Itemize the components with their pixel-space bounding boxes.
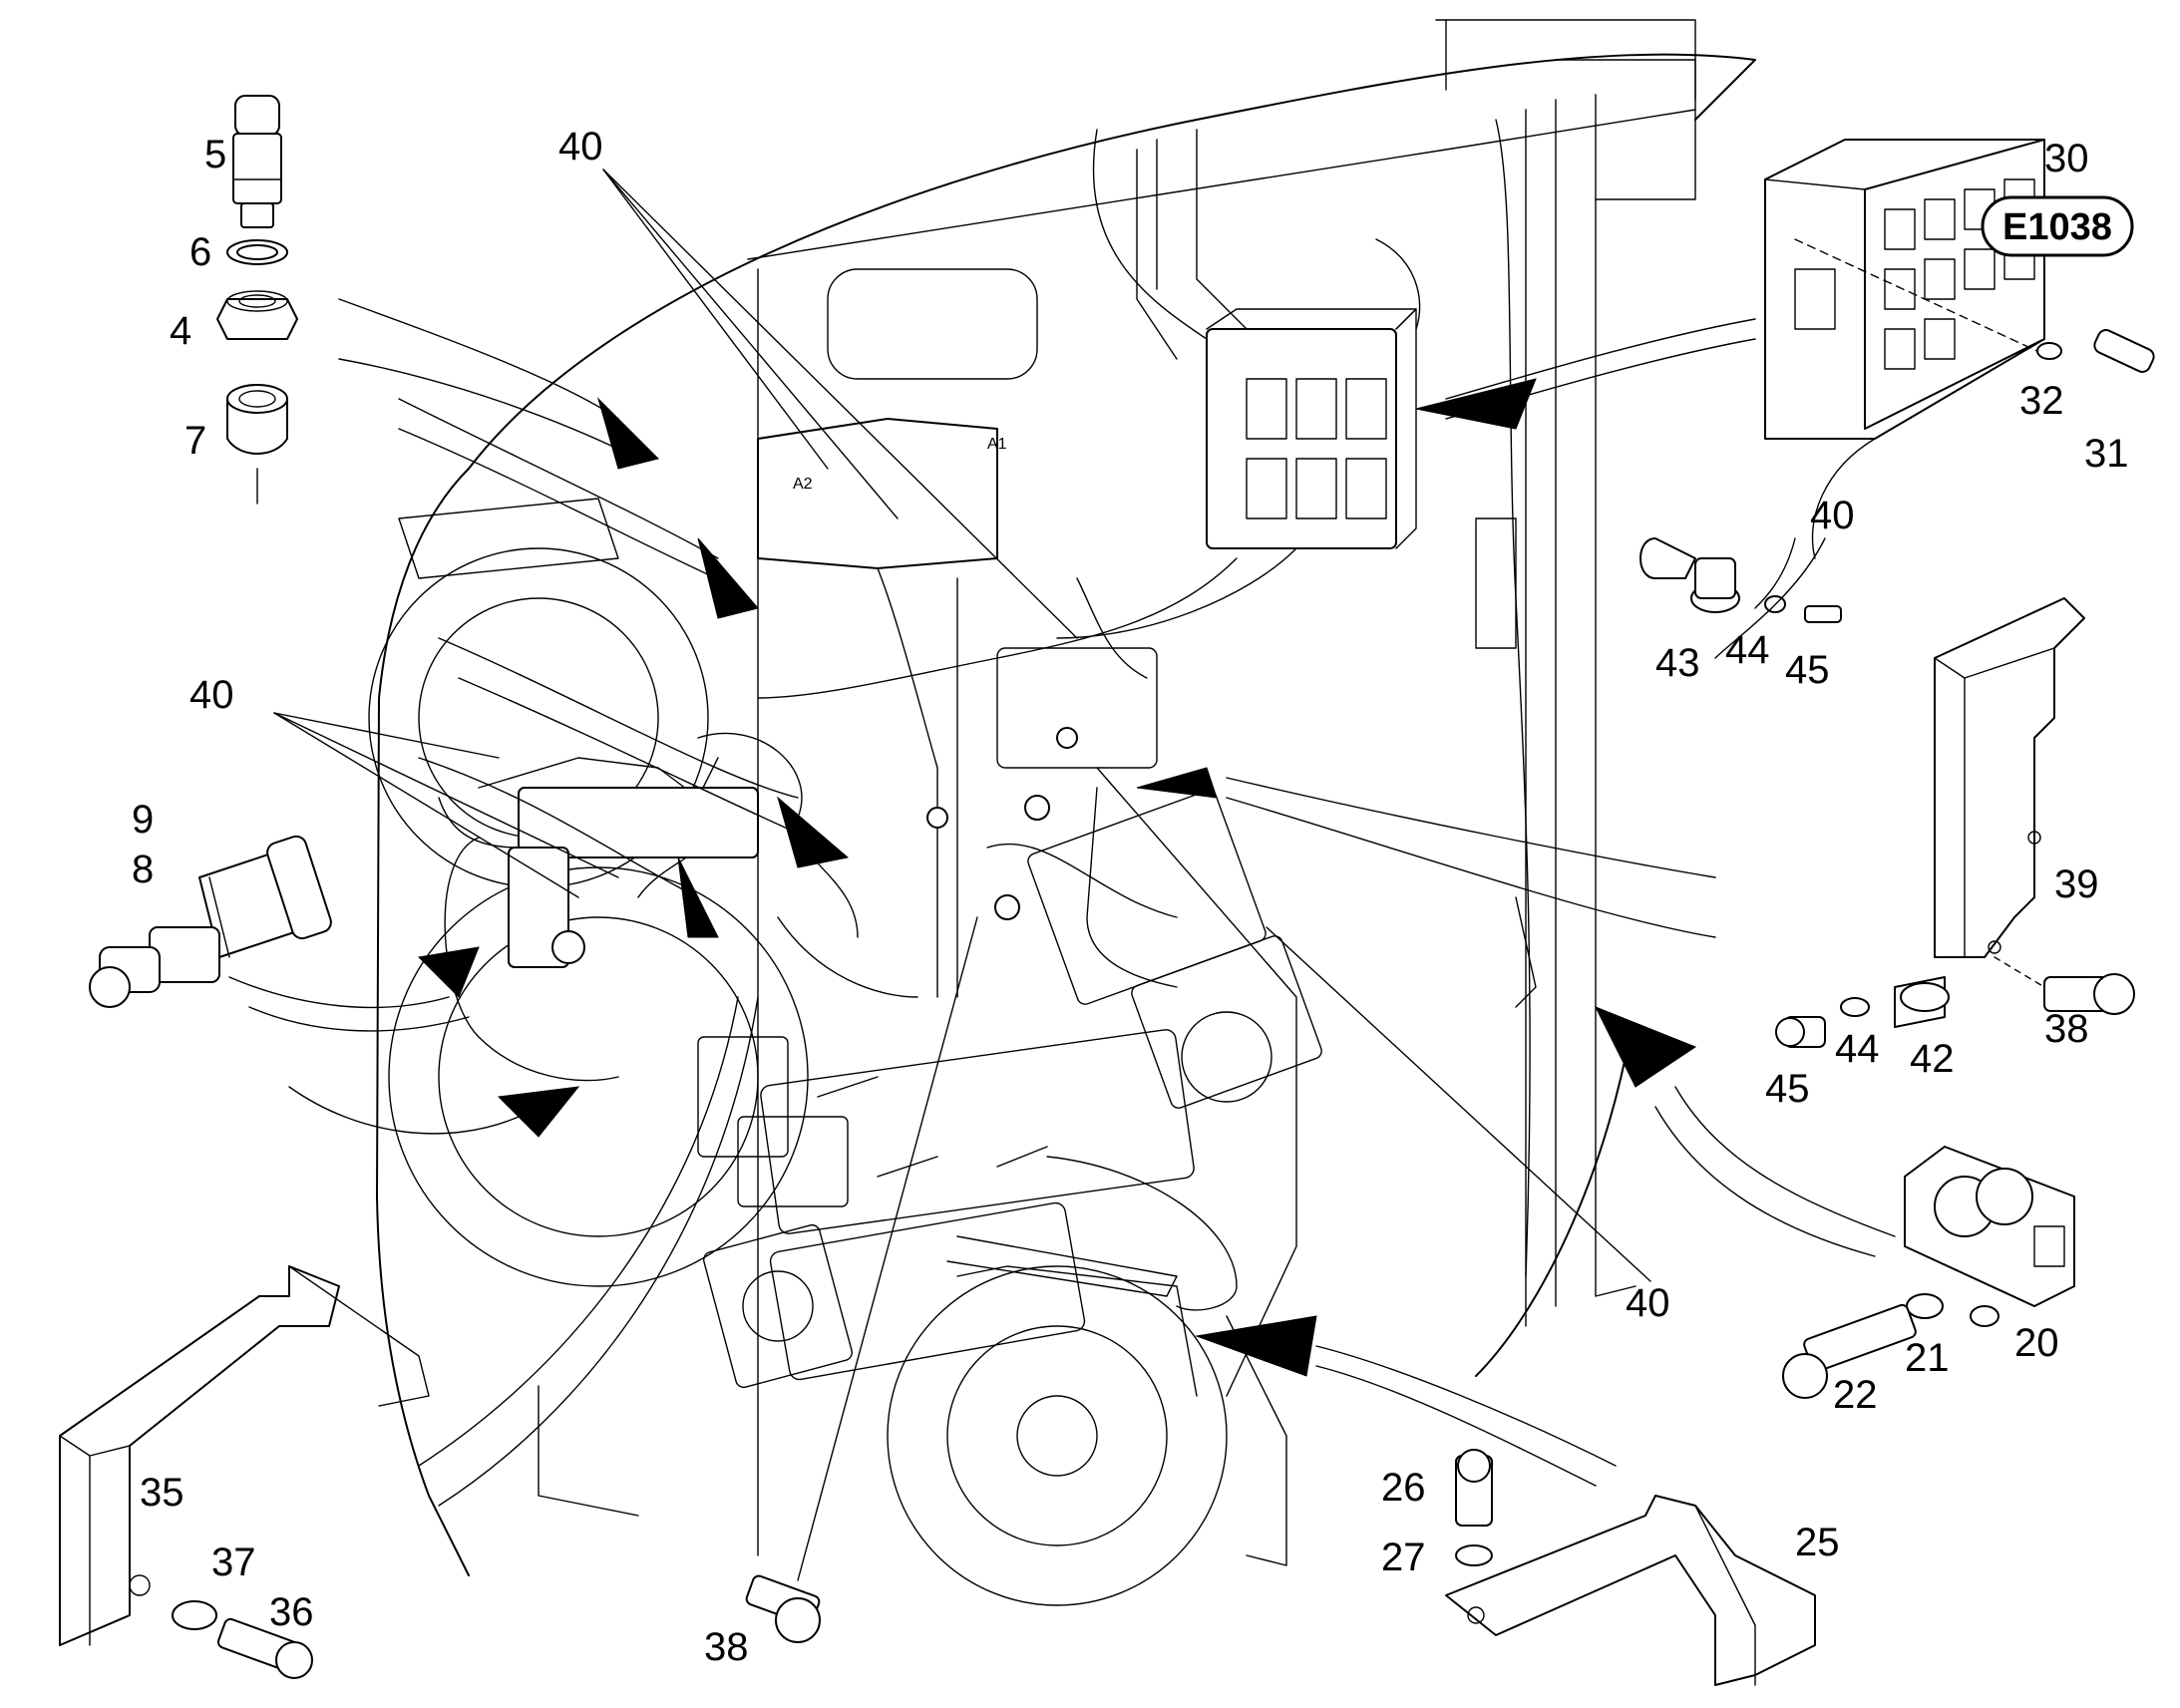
callout-20: 20 [2014, 1321, 2059, 1365]
callout-5: 5 [204, 133, 226, 176]
callout-44-top: 44 [1725, 628, 1770, 672]
cab-outline [376, 19, 1756, 1576]
callout-36: 36 [269, 1590, 314, 1634]
callout-31: 31 [2084, 432, 2129, 476]
actuator-20 [1782, 1146, 2075, 1399]
pointer-arrows [228, 298, 1896, 1507]
callout-40-bottom: 40 [1626, 1281, 1670, 1325]
bracket-39-hardware [1775, 956, 2135, 1048]
bracket-35 [59, 1265, 430, 1679]
callout-43: 43 [1655, 641, 1700, 685]
engine-assembly [368, 547, 1322, 1606]
callout-42: 42 [1910, 1037, 1955, 1081]
callout-6: 6 [189, 230, 211, 274]
callout-40-left: 40 [189, 673, 234, 717]
bolt-38 [745, 1574, 821, 1643]
callout-40-top: 40 [558, 125, 603, 169]
diagram-id-text: E1038 [2002, 206, 2112, 248]
leader-lines [273, 169, 1826, 1581]
bracket-39 [1934, 597, 2085, 958]
callout-30: 30 [2044, 137, 2089, 180]
callout-40-right: 40 [1810, 494, 1855, 537]
cable-clip [1639, 537, 1842, 623]
svg-text:A2: A2 [793, 476, 813, 493]
callout-22: 22 [1833, 1373, 1878, 1417]
callout-38-bottom: 38 [704, 1625, 749, 1669]
callout-7: 7 [184, 419, 206, 463]
callout-21: 21 [1905, 1336, 1950, 1380]
callout-45-mid: 45 [1765, 1067, 1810, 1111]
callouts: 5 6 4 7 40 40 9 8 30 32 31 40 43 44 45 3… [132, 125, 2129, 1669]
callout-8: 8 [132, 848, 154, 891]
bracket-25 [1445, 1449, 1816, 1686]
callout-25: 25 [1795, 1521, 1840, 1564]
wiring-harness: A1 A2 [438, 119, 1537, 1397]
svg-text:A1: A1 [987, 436, 1007, 453]
callout-45-top: 45 [1785, 648, 1830, 692]
pressure-fitting-stack [216, 95, 298, 505]
callout-26: 26 [1381, 1466, 1426, 1510]
callout-37: 37 [211, 1540, 256, 1584]
callout-32: 32 [2019, 379, 2064, 423]
diagram-id-badge: E1038 [1981, 195, 2134, 257]
temperature-sensor [89, 835, 332, 1008]
callout-39: 39 [2054, 862, 2099, 906]
callout-4: 4 [170, 309, 191, 353]
callout-9: 9 [132, 798, 154, 842]
callout-35: 35 [140, 1471, 184, 1515]
callout-38-right: 38 [2044, 1007, 2089, 1051]
callout-27: 27 [1381, 1536, 1426, 1579]
callout-44-mid: 44 [1835, 1027, 1880, 1071]
